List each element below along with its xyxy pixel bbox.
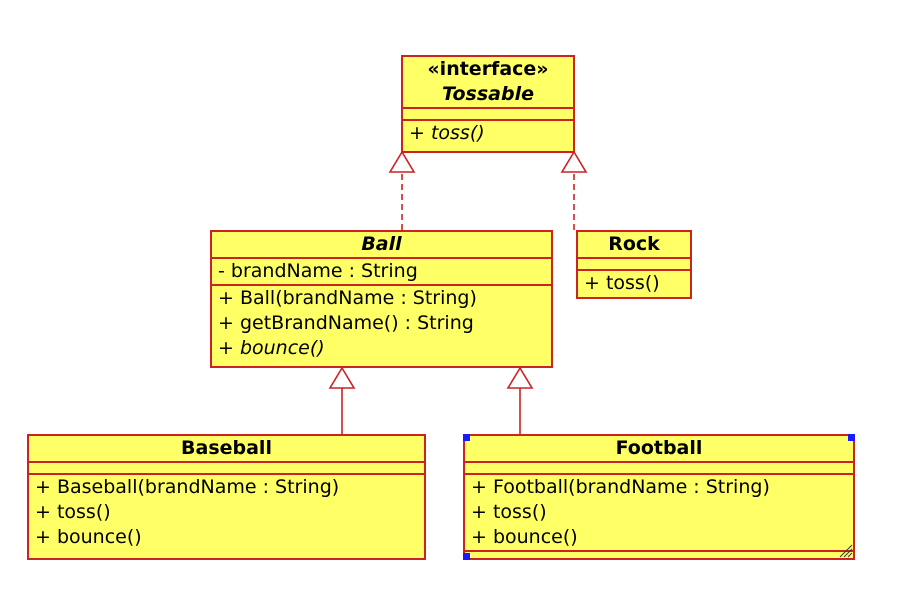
class-box-baseball[interactable]: Baseball + Baseball(brandName : String) …	[27, 434, 426, 560]
attributes-section-football	[465, 463, 853, 475]
operations-section-football: + Football(brandName : String) + toss() …	[465, 475, 853, 552]
selection-handle-top-left[interactable]	[463, 434, 470, 441]
generalization-arrowhead-football	[506, 366, 534, 389]
class-header-baseball: Baseball	[29, 436, 424, 463]
attributes-section-rock	[578, 259, 690, 271]
class-box-tossable[interactable]: «interface» Tossable + toss()	[401, 55, 575, 153]
operations-section-baseball: + Baseball(brandName : String) + toss() …	[29, 475, 424, 550]
attributes-section-tossable	[403, 109, 573, 121]
operation-ball-constructor: + Ball(brandName : String)	[218, 287, 477, 309]
operation-football-toss: + toss()	[471, 501, 547, 523]
operation-toss: + toss()	[409, 122, 485, 144]
class-name-ball: Ball	[361, 233, 402, 255]
class-box-ball[interactable]: Ball - brandName : String + Ball(brandNa…	[210, 230, 553, 368]
realization-arrowhead-rock	[560, 150, 588, 173]
operation-football-bounce: + bounce()	[471, 526, 578, 548]
realization-arrowhead-ball	[388, 150, 416, 173]
operation-football-constructor: + Football(brandName : String)	[471, 476, 770, 498]
operation-baseball-bounce: + bounce()	[35, 526, 142, 548]
attributes-section-baseball	[29, 463, 424, 475]
operation-get-brand-name: + getBrandName() : String	[218, 312, 474, 334]
selection-handle-top-right[interactable]	[848, 434, 855, 441]
class-name-football: Football	[615, 437, 703, 459]
operations-section-rock: + toss()	[578, 271, 690, 296]
selection-handle-bottom-left[interactable]	[463, 553, 470, 560]
class-header-tossable: «interface» Tossable	[403, 57, 573, 109]
attributes-section-ball: - brandName : String	[212, 259, 551, 286]
operation-bounce-abstract: + bounce()	[218, 337, 325, 359]
attribute-brandname: - brandName : String	[218, 260, 418, 282]
operations-section-ball: + Ball(brandName : String) + getBrandNam…	[212, 286, 551, 361]
class-header-rock: Rock	[578, 232, 690, 259]
class-name-rock: Rock	[608, 233, 660, 255]
operation-rock-toss: + toss()	[584, 272, 660, 294]
interface-name: Tossable	[441, 83, 534, 105]
class-name-baseball: Baseball	[181, 437, 272, 459]
class-header-football: Football	[465, 436, 853, 463]
operation-baseball-constructor: + Baseball(brandName : String)	[35, 476, 340, 498]
generalization-arrowhead-baseball	[328, 366, 356, 389]
operations-section-tossable: + toss()	[403, 121, 573, 146]
resize-grip-icon[interactable]	[837, 542, 853, 558]
class-box-rock[interactable]: Rock + toss()	[576, 230, 692, 299]
operation-baseball-toss: + toss()	[35, 501, 111, 523]
stereotype-label: «interface»	[427, 58, 549, 80]
class-header-ball: Ball	[212, 232, 551, 259]
class-box-football[interactable]: Football + Football(brandName : String) …	[463, 434, 855, 560]
